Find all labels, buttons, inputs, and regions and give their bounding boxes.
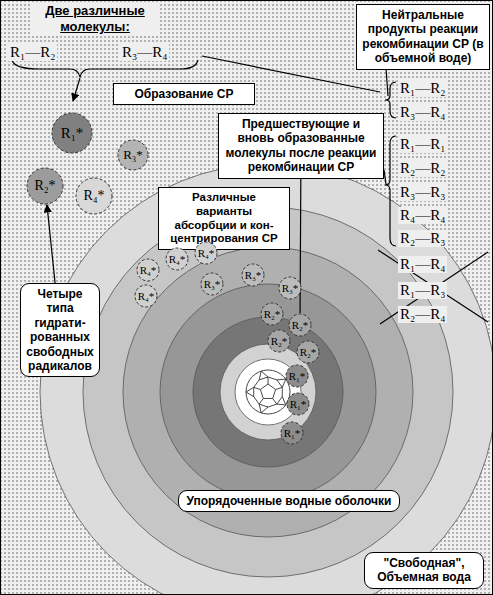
radical-circle: R₄*: [75, 177, 113, 215]
radical-circle: R₂*: [260, 302, 284, 326]
radical-circle: R₃*: [200, 272, 224, 296]
radical-label: R₂*: [292, 319, 309, 331]
radical-circle: R₁*: [285, 364, 309, 388]
radical-circle: R₃*: [278, 276, 302, 300]
radical-label: R₃*: [204, 278, 221, 290]
text-box: Упорядоченные водные оболочки: [178, 490, 400, 512]
box-text: Различные варианты абсорбции и кон- цент…: [164, 191, 284, 246]
text-box: Четыре типа гидрати- рованных свободных …: [20, 283, 100, 377]
radical-label: R₃*: [123, 147, 143, 163]
water-shells: [40, 164, 493, 595]
radical-label: R₄*: [83, 188, 104, 204]
radical-label: R₁*: [289, 370, 306, 382]
radical-circle: R₄*: [134, 284, 158, 308]
radical-label: R₃*: [245, 269, 262, 281]
box-text: Образование СР: [119, 87, 249, 101]
heading: Две различные молекулы:: [30, 3, 160, 34]
molecule-formula: R₁—R₂: [8, 44, 57, 61]
radical-circle: R₂*: [296, 340, 320, 364]
text-box: Образование СР: [113, 83, 255, 105]
box-text: Нейтральные продукты реакции рекомбинаци…: [362, 8, 484, 66]
radical-circle: R₁*: [286, 392, 310, 416]
text-box: Предшествующие и вновь образованные моле…: [218, 113, 384, 179]
molecule-formula: R₁—R₄: [398, 256, 447, 273]
radical-label: R₁*: [284, 427, 301, 439]
radical-circle: R₂*: [288, 313, 312, 337]
text-box: Различные варианты абсорбции и кон- цент…: [158, 187, 290, 250]
radical-label: R₄*: [140, 264, 157, 276]
radical-label: R₃*: [282, 282, 299, 294]
box-text: Упорядоченные водные оболочки: [184, 494, 394, 508]
radical-circle: R₃*: [117, 139, 149, 171]
fullerene-symbol: [246, 370, 290, 414]
radical-circle: R₄*: [194, 241, 218, 265]
radical-label: R₁*: [61, 125, 84, 142]
radical-label: R₂*: [271, 335, 288, 347]
radical-circle: R₄*: [136, 258, 160, 282]
radical-circle: R₂*: [267, 329, 291, 353]
molecule-formula: R₂—R₄: [398, 306, 447, 323]
molecule-formula: R₁—R₂: [398, 80, 447, 97]
molecule-formula: R₁—R₁: [398, 136, 447, 153]
box-text: "Свободная", Объемная вода: [370, 556, 478, 585]
radical-label: R₄*: [169, 253, 186, 265]
box-text: Четыре типа гидрати- рованных свободных …: [26, 287, 94, 373]
radical-circle: R₁*: [280, 421, 304, 445]
radical-circle: R₄*: [165, 247, 189, 271]
radical-circle: R₃*: [241, 263, 265, 287]
molecule-formula: R₃—R₄: [398, 104, 447, 121]
box-text: Предшествующие и вновь образованные моле…: [224, 117, 378, 175]
radical-circle: R₂*: [26, 167, 64, 205]
molecule-formula: R₂—R₂: [398, 160, 447, 177]
connector: [47, 205, 55, 283]
radical-label: R₂*: [264, 308, 281, 320]
radical-label: R₂*: [34, 178, 55, 194]
radical-label: R₁*: [290, 398, 307, 410]
radical-circle: R₁*: [51, 112, 93, 154]
molecule-formula: R₄—R₄: [398, 207, 447, 224]
radical-label: R₄*: [138, 290, 155, 302]
molecule-formula: R₃—R₄: [120, 44, 169, 61]
molecule-formula: R₃—R₃: [398, 184, 447, 201]
text-box: "Свободная", Объемная вода: [364, 552, 484, 589]
molecule-formula: R₂—R₃: [398, 230, 447, 247]
molecule-formula: R₁—R₃: [398, 282, 447, 299]
radical-label: R₄*: [198, 247, 215, 259]
text-box: Нейтральные продукты реакции рекомбинаци…: [356, 4, 490, 70]
radical-label: R₂*: [300, 346, 317, 358]
